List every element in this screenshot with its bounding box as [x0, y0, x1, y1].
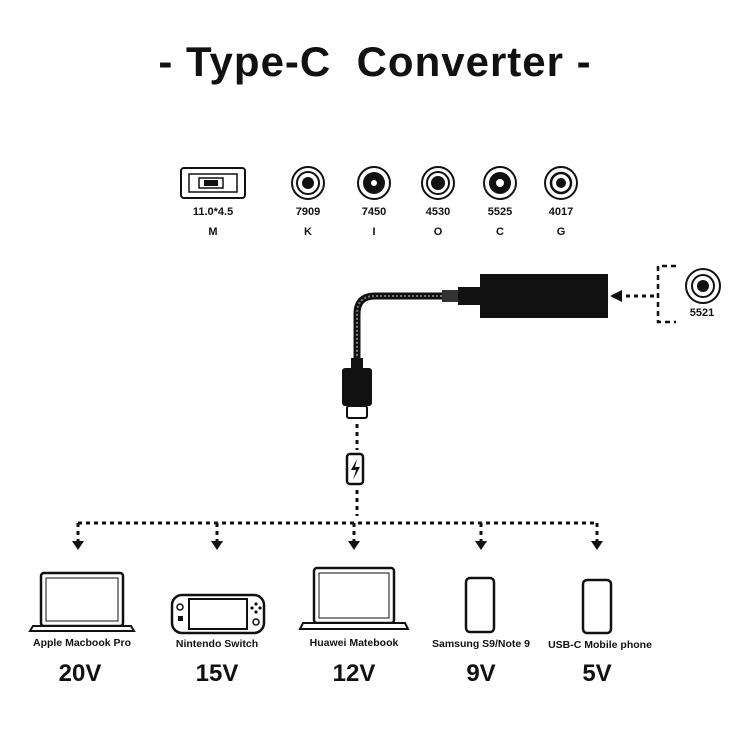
voltage-label: 5V — [582, 660, 612, 687]
tip-letter: M — [208, 226, 218, 238]
phone-icon — [464, 576, 496, 634]
round-tip-icon-5521 — [685, 268, 721, 304]
tip-code: 11.0*4.5 — [192, 206, 234, 218]
tip-letter: O — [433, 226, 443, 238]
game-console-icon — [170, 593, 266, 635]
converter-body — [442, 274, 608, 318]
usb-c-port-icon — [345, 452, 365, 486]
device-name: USB-C Mobile phone — [548, 639, 652, 651]
round-tip-icon-4530 — [421, 166, 455, 200]
voltage-label: 12V — [332, 660, 376, 687]
device-name: Samsung S9/Note 9 — [431, 638, 531, 650]
tip-letter: K — [304, 226, 312, 238]
branch-arrow — [348, 523, 360, 550]
voltage-label: 20V — [58, 660, 102, 687]
input-tip-code: 5521 — [689, 307, 715, 319]
usb-c-cable — [342, 292, 442, 419]
input-tip-bracket — [656, 264, 676, 324]
device-name: Apple Macbook Pro — [32, 637, 131, 649]
device-name: Huawei Matebook — [309, 637, 399, 649]
laptop-icon — [28, 571, 136, 632]
page-title: - Type-C Converter - — [158, 38, 592, 85]
tip-code: 4530 — [425, 206, 451, 218]
branch-arrow — [591, 523, 603, 550]
round-tip-icon-4017 — [544, 166, 578, 200]
tip-letter: G — [556, 226, 566, 238]
tip-letter: C — [496, 226, 504, 238]
tip-code: 4017 — [548, 206, 574, 218]
input-arrow — [610, 290, 654, 302]
voltage-label: 15V — [195, 660, 239, 687]
tip-code: 7909 — [295, 206, 321, 218]
device-name: Nintendo Switch — [175, 638, 259, 650]
round-tip-icon-7909 — [291, 166, 325, 200]
round-tip-icon-7450 — [357, 166, 391, 200]
laptop-icon — [298, 566, 410, 630]
tip-code: 5525 — [487, 206, 513, 218]
tip-letter: I — [372, 226, 376, 238]
rectangular-tip-icon — [180, 167, 246, 199]
round-tip-icon-5525 — [483, 166, 517, 200]
phone-icon — [581, 578, 613, 635]
tip-code: 7450 — [361, 206, 387, 218]
branch-arrow — [475, 523, 487, 550]
branch-arrow — [211, 523, 223, 550]
branch-arrow — [72, 523, 84, 550]
voltage-label: 9V — [466, 660, 496, 687]
